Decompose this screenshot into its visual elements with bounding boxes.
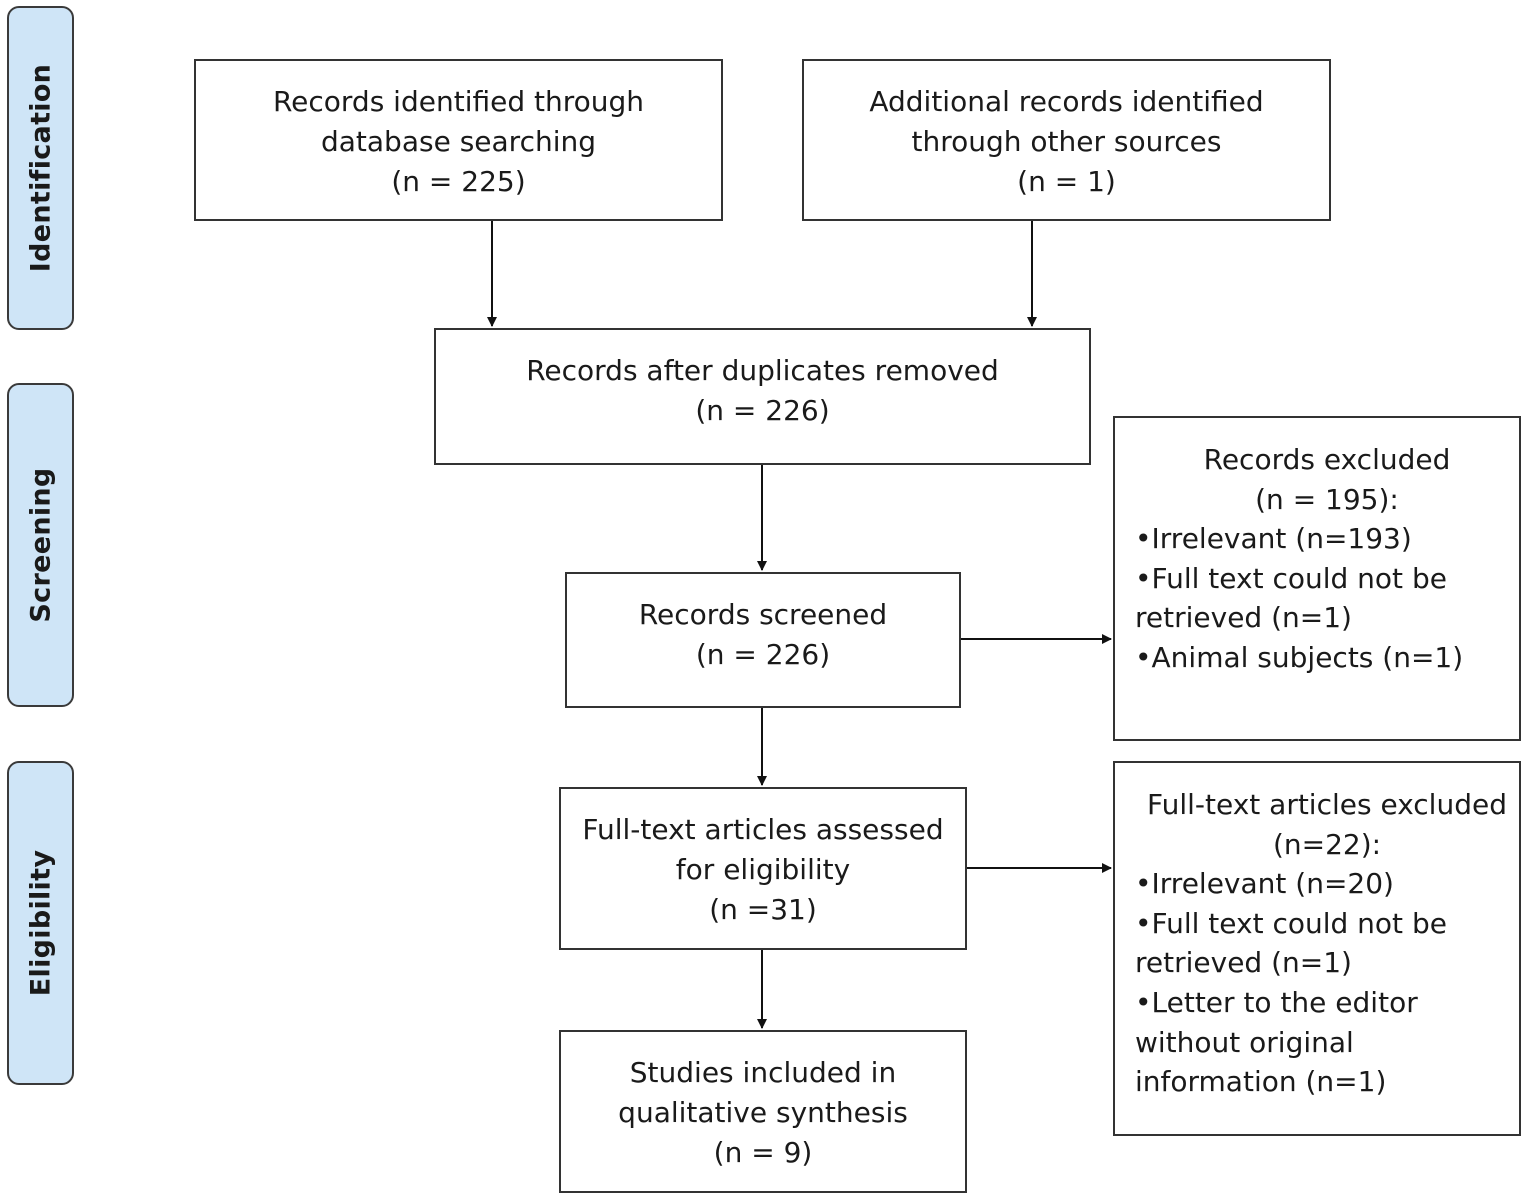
box-fulltext-assessed: Full-text articles assessed for eligibil… xyxy=(559,787,967,950)
box-text-line: database searching xyxy=(320,125,597,158)
excluded-reason: •Animal subjects (n=1) xyxy=(1135,640,1464,674)
box-text-line: Studies included in xyxy=(629,1056,897,1089)
excluded-heading-count: (n=22): xyxy=(1272,827,1382,861)
excluded-reason: retrieved (n=1) xyxy=(1135,601,1352,635)
box-text-line: through other sources xyxy=(911,125,1222,158)
box-text-line: (n = 9) xyxy=(713,1136,813,1169)
box-database-records: Records identified through database sear… xyxy=(194,59,723,221)
excluded-reason: •Irrelevant (n=20) xyxy=(1135,867,1394,901)
excluded-reason: •Full text could not be xyxy=(1135,561,1447,595)
box-after-duplicates: Records after duplicates removed (n = 22… xyxy=(434,328,1091,465)
excluded-reason: retrieved (n=1) xyxy=(1135,946,1352,980)
box-fulltext-excluded: Full-text articles excluded (n=22): •Irr… xyxy=(1113,761,1521,1136)
excluded-heading: Records excluded xyxy=(1203,443,1451,476)
box-records-screened: Records screened (n = 226) xyxy=(565,572,961,708)
box-studies-included: Studies included in qualitative synthesi… xyxy=(559,1030,967,1193)
stage-screening: Screening xyxy=(7,383,74,707)
excluded-reason: without original xyxy=(1135,1025,1354,1059)
excluded-heading-count: (n = 195): xyxy=(1255,482,1399,516)
box-text-line: Additional records identified xyxy=(869,85,1264,118)
excluded-reason: •Full text could not be xyxy=(1135,906,1447,940)
box-text-line: (n = 1) xyxy=(1017,165,1116,198)
box-text-line: qualitative synthesis xyxy=(618,1096,908,1129)
box-text-line: Full-text articles assessed xyxy=(582,813,944,846)
excluded-reason: information (n=1) xyxy=(1135,1065,1387,1099)
box-text-line: Records identified through xyxy=(272,85,645,118)
stage-eligibility: Eligibility xyxy=(7,761,74,1085)
stage-identification: Identification xyxy=(7,6,74,330)
excluded-reason: •Irrelevant (n=193) xyxy=(1135,522,1412,556)
box-text-line: (n = 226) xyxy=(695,394,830,427)
box-records-excluded: Records excluded (n = 195): •Irrelevant … xyxy=(1113,416,1521,741)
box-text-line: (n = 225) xyxy=(391,165,526,198)
box-text-line: for eligibility xyxy=(675,853,851,886)
box-text-line: (n =31) xyxy=(709,893,817,926)
excluded-reason: •Letter to the editor xyxy=(1135,985,1418,1019)
box-other-sources: Additional records identified through ot… xyxy=(802,59,1331,221)
box-text-line: Records after duplicates removed xyxy=(526,354,999,387)
excluded-heading: Full-text articles excluded xyxy=(1147,788,1507,821)
box-text-line: (n = 226) xyxy=(695,638,831,671)
box-text-line: Records screened xyxy=(638,598,888,631)
